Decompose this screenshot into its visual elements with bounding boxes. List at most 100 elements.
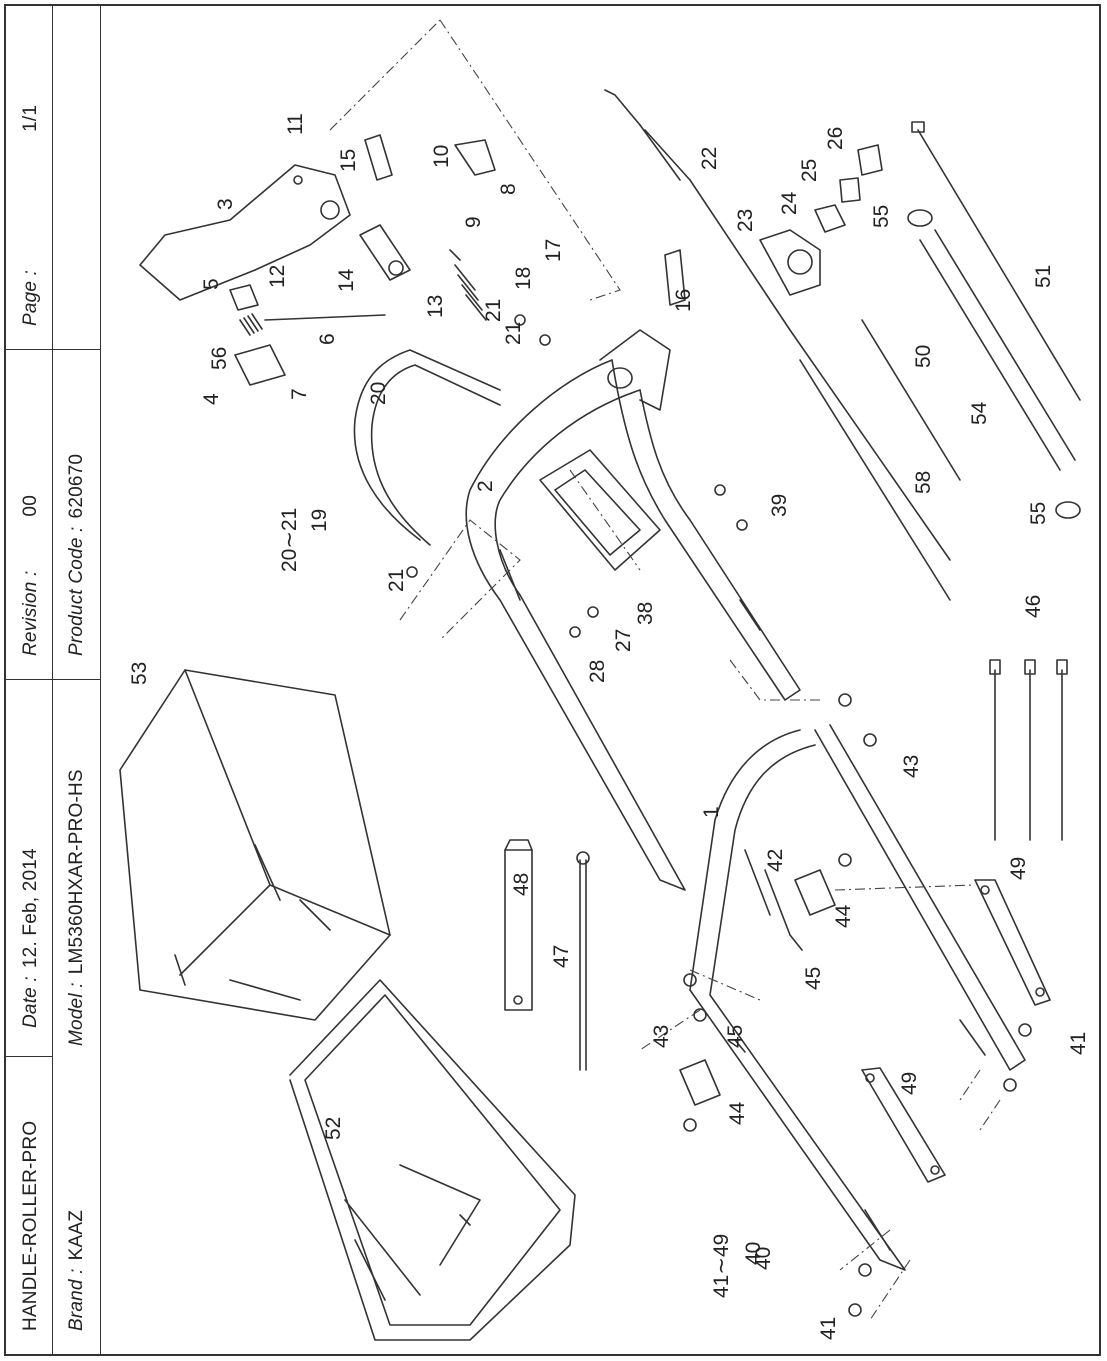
part-label: 14 xyxy=(335,268,358,292)
throttle-lever-part-3 xyxy=(139,164,351,301)
bracket-part-49 xyxy=(861,1067,946,1183)
nut-part-43 xyxy=(683,693,877,1132)
screw-part-28 xyxy=(569,626,581,638)
clip-part-55 xyxy=(907,209,933,227)
parts-diagram-sheet: HANDLE-ROLLER-PRO Date :12. Feb, 2014 Re… xyxy=(4,4,1101,1356)
screw-part-39 xyxy=(714,484,748,531)
header-row-divider xyxy=(6,1056,53,1057)
part-label: 40 xyxy=(752,1247,775,1270)
part-label: 55 xyxy=(870,205,893,228)
part-label: 26 xyxy=(824,127,847,150)
part-label: 10 xyxy=(430,145,453,168)
part-label: 54 xyxy=(968,401,991,425)
part-label: 3 xyxy=(214,198,237,210)
part-label: 8 xyxy=(497,183,520,195)
lever-plate-part-38 xyxy=(539,449,661,571)
part-label: 23 xyxy=(734,209,757,232)
part-label: 27 xyxy=(612,629,635,652)
sleeve-part-15 xyxy=(364,134,393,181)
rod-part-47 xyxy=(576,851,590,1071)
header-divider xyxy=(52,6,53,1354)
clamp-part-44 xyxy=(794,869,836,916)
cable-part-50 xyxy=(861,319,961,481)
part-label: 48 xyxy=(510,873,533,896)
header-row-divider xyxy=(6,349,100,350)
part-label: 46 xyxy=(1022,595,1045,618)
part-label: 41 xyxy=(817,1317,840,1340)
part-label: 45 xyxy=(802,967,825,990)
part-label: 52 xyxy=(322,1117,345,1140)
group-parent-label: 40 xyxy=(742,1242,765,1265)
part-label: 43 xyxy=(900,755,923,778)
nut-part-21 xyxy=(406,314,551,578)
part-label: 44 xyxy=(832,904,855,928)
bracket-part-49 xyxy=(974,879,1051,1006)
grass-box-frame-part-52 xyxy=(289,979,576,1341)
part-label: 25 xyxy=(798,159,821,182)
cable-part-58 xyxy=(799,359,951,601)
part-label: 47 xyxy=(550,945,573,968)
part-label: 20 xyxy=(367,382,390,405)
upper-handle-part-2 xyxy=(465,329,801,891)
part-label: 6 xyxy=(316,333,339,345)
part-label: 1 xyxy=(700,806,723,818)
clip-part-55 xyxy=(1055,501,1081,519)
part-label: 22 xyxy=(698,147,721,170)
part-label: 18 xyxy=(512,267,535,290)
group-range-label: 41∼49 xyxy=(710,1234,733,1298)
part-label: 13 xyxy=(424,295,447,318)
arm-part-14 xyxy=(359,224,411,281)
part-label: 21 xyxy=(482,299,505,322)
knob-part-24 xyxy=(814,204,846,233)
grip-part-23 xyxy=(759,229,821,296)
spring-part-56 xyxy=(239,313,263,336)
washer-part-27 xyxy=(587,606,599,618)
nut-part-41 xyxy=(848,1023,1032,1317)
tool-part-48 xyxy=(504,839,533,1011)
part-label: 4 xyxy=(200,393,223,405)
part-label: 51 xyxy=(1032,265,1055,288)
part-label: 39 xyxy=(768,494,791,517)
part-label: 12 xyxy=(266,265,289,288)
group-range-label: 20∼21 xyxy=(278,508,301,572)
part-label: 16 xyxy=(672,289,695,312)
part-label: 42 xyxy=(764,849,787,872)
part-label: 56 xyxy=(208,347,231,370)
cable-part-51 xyxy=(911,121,1081,401)
spring-cable-part-22 xyxy=(604,89,951,561)
part-label: 55 xyxy=(1027,502,1050,525)
part-label: 15 xyxy=(337,149,360,172)
header-divider xyxy=(100,6,101,1354)
part-label: 43 xyxy=(650,1025,673,1048)
part-label: 38 xyxy=(634,602,657,625)
part-label: 28 xyxy=(586,660,609,683)
part-label: 5 xyxy=(200,278,223,290)
part-label: 41 xyxy=(1067,1032,1090,1055)
part-label: 11 xyxy=(284,113,307,135)
spring-part-13 xyxy=(449,249,487,321)
lever-housing-part-4 xyxy=(234,344,286,386)
cap-part-26 xyxy=(857,144,883,176)
lower-handle-part-1 xyxy=(689,724,1026,1271)
bolt-part-45 xyxy=(734,934,803,1053)
part-label: 44 xyxy=(726,1101,749,1125)
part-label: 58 xyxy=(912,471,935,494)
part-label: 17 xyxy=(542,239,565,262)
part-label: 21 xyxy=(502,322,525,345)
part-label: 21 xyxy=(385,569,408,592)
pin-part-16 xyxy=(664,249,686,306)
tube-part-54 xyxy=(919,229,1076,471)
part-label: 53 xyxy=(128,662,151,685)
part-label: 9 xyxy=(462,216,485,228)
bail-bar-part-20 xyxy=(353,349,501,546)
group-parent-label: 19 xyxy=(308,509,331,532)
part-label: 7 xyxy=(288,388,311,400)
rod-part-6 xyxy=(264,314,386,321)
lever-part-8 xyxy=(454,139,496,176)
spring-part-25 xyxy=(839,177,861,203)
part-labels: 1 2 3 4 5 6 7 8 9 10 11 12 13 14 15 16 1… xyxy=(128,113,1090,1340)
part-label: 50 xyxy=(912,345,935,368)
part-label: 24 xyxy=(778,191,801,215)
grass-box-part-53 xyxy=(119,669,391,1021)
